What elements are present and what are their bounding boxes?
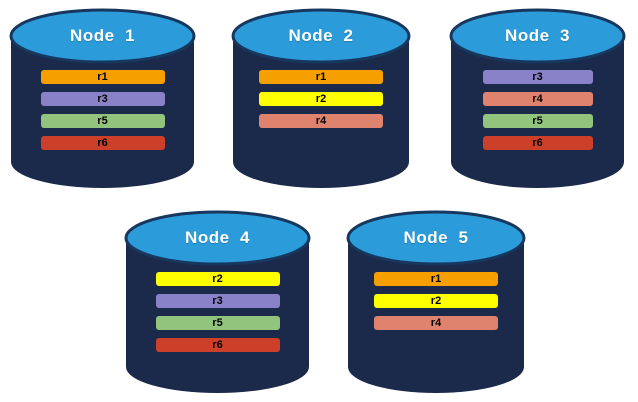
shard-bar[interactable]: r6 — [482, 136, 593, 150]
cylinder-top-disc — [9, 8, 196, 64]
cylinder-top-disc — [231, 8, 411, 64]
database-node-2[interactable]: Node 2 r1 r2 r4 — [231, 8, 411, 190]
shard-bar[interactable]: r3 — [482, 70, 593, 84]
shard-list: r1 r2 r4 — [347, 272, 525, 330]
shard-bar[interactable]: r3 — [155, 294, 280, 308]
shard-bar[interactable]: r2 — [155, 272, 280, 286]
node-title: Node 1 — [70, 26, 135, 45]
cylinder-top-disc — [449, 8, 626, 64]
database-node-1[interactable]: Node 1 r1 r3 r5 r6 — [9, 8, 196, 190]
shard-bar[interactable]: r5 — [40, 114, 165, 128]
shard-list: r2 r3 r5 r6 — [125, 272, 310, 352]
node-title: Node 5 — [403, 228, 469, 247]
node-title: Node 3 — [505, 26, 570, 45]
shard-bar[interactable]: r2 — [374, 294, 498, 308]
shard-bar[interactable]: r2 — [259, 92, 383, 106]
shard-bar[interactable]: r1 — [259, 70, 383, 84]
shard-bar[interactable]: r1 — [40, 70, 165, 84]
shard-bar[interactable]: r5 — [482, 114, 593, 128]
node-title: Node 4 — [185, 228, 250, 247]
shard-bar[interactable]: r5 — [155, 316, 280, 330]
shard-bar[interactable]: r4 — [374, 316, 498, 330]
shard-list: r3 r4 r5 r6 — [450, 70, 625, 150]
node-title: Node 2 — [288, 26, 354, 45]
shard-bar[interactable]: r6 — [40, 136, 165, 150]
database-node-4[interactable]: Node 4 r2 r3 r5 r6 — [124, 210, 311, 395]
shard-bar[interactable]: r4 — [259, 114, 383, 128]
shard-bar[interactable]: r4 — [482, 92, 593, 106]
shard-bar[interactable]: r6 — [155, 338, 280, 352]
database-node-3[interactable]: Node 3 r3 r4 r5 r6 — [449, 8, 626, 190]
shard-list: r1 r3 r5 r6 — [10, 70, 195, 150]
shard-bar[interactable]: r1 — [374, 272, 498, 286]
shard-bar[interactable]: r3 — [40, 92, 165, 106]
cylinder-top-disc — [346, 210, 526, 266]
cylinder-top-disc — [124, 210, 311, 266]
database-node-5[interactable]: Node 5 r1 r2 r4 — [346, 210, 526, 395]
shard-list: r1 r2 r4 — [232, 70, 410, 128]
